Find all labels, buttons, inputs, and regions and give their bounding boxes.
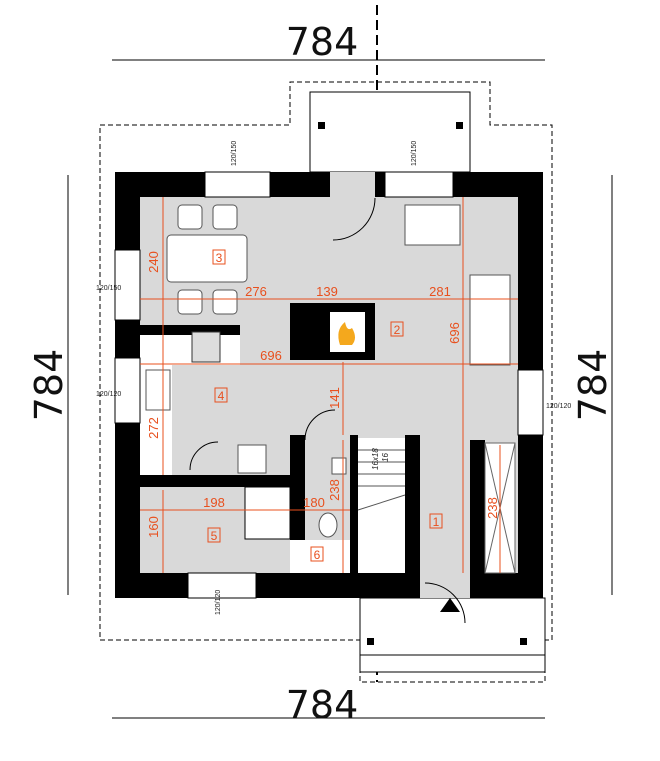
dim-139: 139	[316, 284, 338, 299]
shower	[244, 486, 291, 540]
toilet-icon	[318, 512, 338, 538]
dim-180: 180	[303, 495, 325, 510]
dim-276: 276	[245, 284, 267, 299]
door-swing	[304, 409, 336, 441]
dim-696-vertical: 696	[447, 322, 462, 344]
top-dimension: 784	[286, 20, 359, 64]
stair-count: 16	[381, 453, 390, 462]
window-label: 120/150	[96, 285, 121, 292]
interior-wall	[140, 325, 240, 335]
dim-160: 160	[146, 516, 161, 538]
interior-wall	[470, 440, 485, 598]
staircase	[358, 438, 405, 573]
window-label: 120/120	[215, 590, 222, 615]
dim-198: 198	[203, 495, 225, 510]
room-6: 6	[314, 548, 321, 562]
room-1: 1	[433, 515, 440, 529]
pillar	[456, 122, 463, 129]
entrance-arrow-icon	[440, 598, 460, 612]
window-label: 120/150	[231, 141, 238, 166]
room-2: 2	[394, 323, 401, 337]
dim-696-horizontal: 696	[260, 348, 282, 363]
sofa	[469, 274, 511, 366]
window-label: 120/120	[96, 391, 121, 398]
door-swing	[189, 441, 219, 471]
dim-240: 240	[146, 251, 161, 273]
right-dimension: 784	[571, 349, 615, 422]
room-3: 3	[216, 251, 223, 265]
washbasin-icon	[331, 457, 347, 475]
room-5: 5	[211, 529, 218, 543]
sink-icon	[145, 369, 171, 411]
wc-area	[290, 540, 350, 573]
window-label: 120/120	[546, 403, 571, 410]
left-dimension: 784	[27, 349, 71, 422]
dining-set	[166, 204, 248, 315]
dim-238-closet: 238	[485, 497, 500, 519]
stair-label: 16x18	[371, 448, 380, 470]
stove-icon	[191, 331, 221, 363]
boiler	[237, 444, 267, 474]
window-label: 120/150	[411, 141, 418, 166]
interior-wall	[140, 475, 300, 487]
entrance-door-opening	[420, 573, 470, 598]
pillar	[520, 638, 527, 645]
windows	[114, 171, 544, 599]
room-labels: 1 2 3 4 5 6	[207, 249, 443, 562]
terrace-door-opening	[330, 172, 375, 197]
interior-wall	[290, 435, 305, 573]
terrace-door	[332, 197, 376, 241]
stair-treads	[357, 449, 406, 511]
bottom-dimension: 784	[286, 683, 359, 727]
fire-icon	[338, 322, 355, 345]
room-4: 4	[218, 389, 225, 403]
armchair	[404, 204, 461, 246]
dim-272: 272	[146, 417, 161, 439]
pillar	[318, 122, 325, 129]
top-porch	[309, 91, 471, 173]
dim-141: 141	[327, 387, 342, 409]
dim-238-wc: 238	[327, 479, 342, 501]
interior-wall	[405, 435, 420, 598]
overall-dimension-lines	[67, 59, 613, 719]
entrance-door	[424, 582, 466, 624]
dimension-lines	[140, 197, 518, 573]
pillar	[367, 638, 374, 645]
interior-wall	[350, 435, 358, 573]
dim-281: 281	[429, 284, 451, 299]
